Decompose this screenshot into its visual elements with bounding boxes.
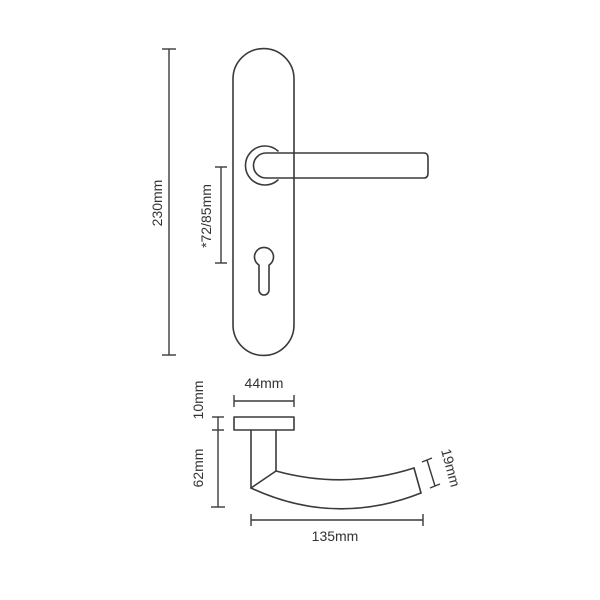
- backplate: [232, 47, 295, 357]
- plate-height-label: 230mm: [149, 180, 165, 227]
- lever-bottom-edge: [250, 487, 422, 510]
- rose-diameter-dimension: 44mm: [233, 375, 295, 407]
- lever-tip-label: 19mm: [438, 447, 464, 489]
- projection-dimension: 62mm: [190, 430, 225, 508]
- front-view: 230mm *72/85mm: [149, 47, 429, 357]
- center-distance-dimension: *72/85mm: [198, 166, 227, 264]
- plate-height-dimension: 230mm: [149, 48, 176, 356]
- lever-side: [250, 429, 422, 510]
- rose-thickness-dimension: 10mm: [190, 381, 224, 431]
- lever-bar-inside-plate: [252, 152, 294, 179]
- lever-top-edge: [275, 467, 415, 481]
- lever-front: [244, 145, 429, 186]
- lever-tip: [413, 467, 422, 494]
- rosette-outer: [244, 145, 279, 186]
- projection-label: 62mm: [190, 449, 206, 488]
- lever-bar: [292, 152, 429, 179]
- lever-length-label: 135mm: [312, 528, 359, 544]
- rose-side: [233, 416, 295, 431]
- rose-thickness-label: 10mm: [190, 381, 206, 420]
- center-distance-label: *72/85mm: [198, 184, 214, 248]
- side-view: 44mm 10mm 62mm: [190, 375, 464, 544]
- rose-diameter-label: 44mm: [245, 375, 284, 391]
- lever-tip-dimension: 19mm: [421, 447, 464, 489]
- lever-length-dimension: 135mm: [250, 514, 424, 544]
- euro-profile-keyhole: [253, 246, 275, 296]
